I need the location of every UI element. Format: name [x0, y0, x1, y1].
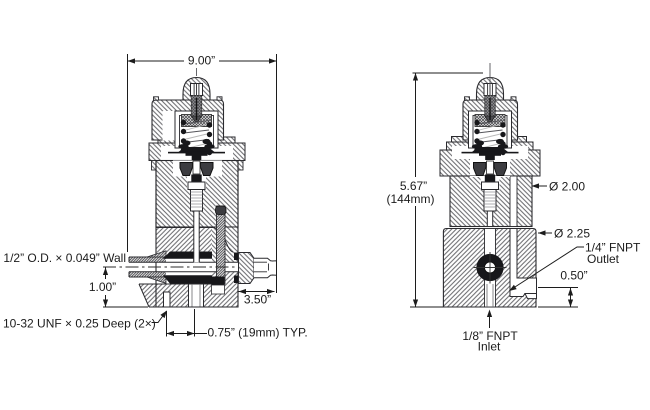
svg-text:1.00”: 1.00”: [89, 280, 116, 294]
svg-text:1/8” FNPT: 1/8” FNPT: [462, 329, 518, 343]
svg-text:(144mm): (144mm): [386, 192, 434, 206]
svg-text:9.00”: 9.00”: [188, 54, 215, 68]
svg-text:10-32 UNF × 0.25 Deep (2×): 10-32 UNF × 0.25 Deep (2×): [3, 317, 156, 331]
svg-text:Inlet: Inlet: [478, 340, 501, 354]
svg-text:1/4” FNPT: 1/4” FNPT: [585, 241, 641, 255]
svg-text:5.67”: 5.67”: [400, 179, 427, 193]
svg-text:Ø 2.25: Ø 2.25: [554, 227, 590, 241]
svg-text:1/2” O.D. × 0.049” Wall: 1/2” O.D. × 0.049” Wall: [3, 251, 126, 265]
svg-text:3.50”: 3.50”: [244, 293, 271, 307]
svg-text:Ø 2.00: Ø 2.00: [549, 180, 585, 194]
svg-text:0.75” (19mm) TYP.: 0.75” (19mm) TYP.: [208, 326, 308, 340]
svg-text:Outlet: Outlet: [587, 252, 620, 266]
svg-text:0.50”: 0.50”: [560, 269, 587, 283]
